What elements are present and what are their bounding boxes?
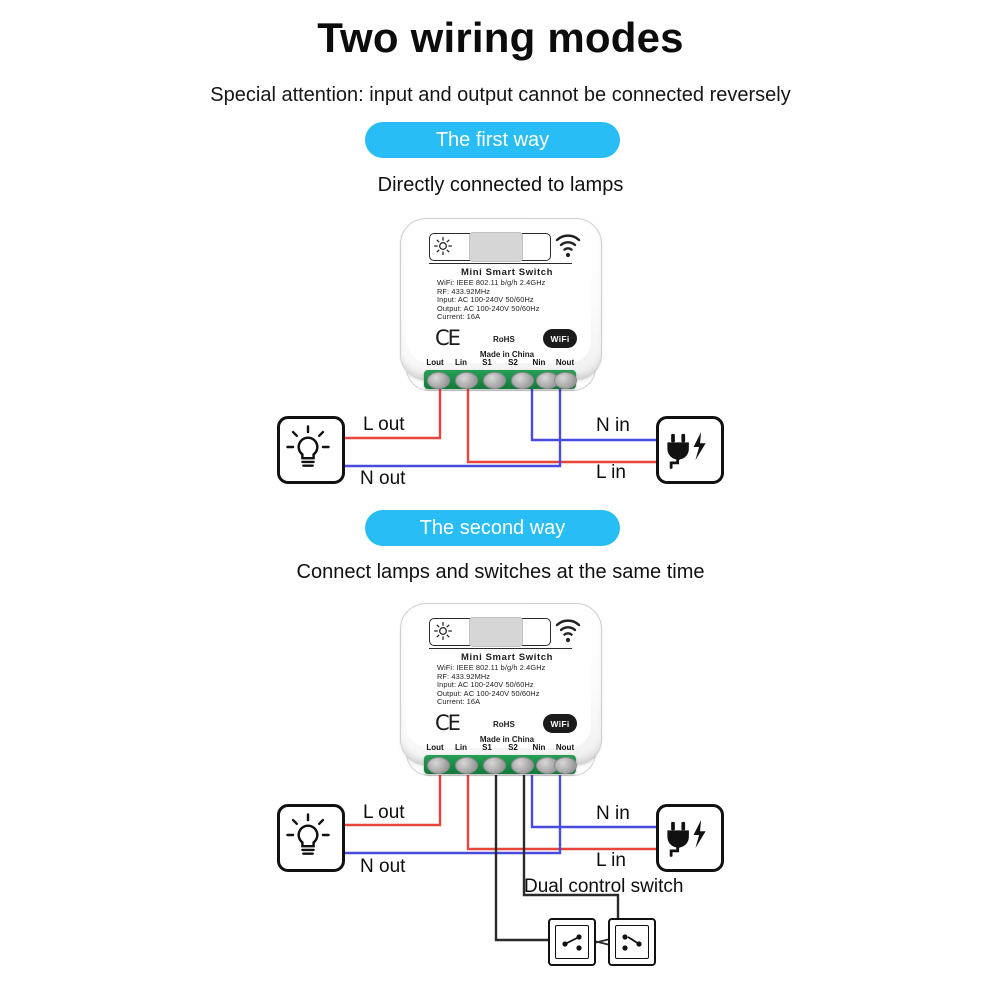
device-origin: Made in China (479, 350, 535, 359)
terminal-label: Lout (426, 358, 444, 367)
spec-line: WiFi: IEEE 802.11 b/g/h 2.4GHz (437, 278, 546, 287)
lamp-icon (286, 425, 330, 467)
rohs-label: RoHS (493, 720, 515, 729)
wiring-diagram-1 (305, 388, 672, 468)
page-title: Two wiring modes (317, 14, 684, 61)
spec-line: Output: AC 100-240V 50/60Hz (437, 303, 540, 313)
terminal-label: S2 (508, 743, 518, 752)
wifi-signal-icon (555, 619, 581, 643)
wire-label-l-out-2: L out (363, 802, 405, 823)
device-face: Mini Smart Switch WiFi: IEEE 802.11 b/g/… (407, 608, 591, 748)
two-way-switch-icon (562, 934, 582, 951)
light-icon (434, 237, 452, 255)
terminal-label: Nin (532, 358, 546, 367)
dual-control-switch-label: Dual control switch (524, 876, 684, 897)
wire-label-n-out-1: N out (360, 468, 406, 489)
terminal-label: Lin (455, 743, 467, 752)
device-certifications: CE RoHS WiFi (431, 328, 591, 350)
terminal-screw-lout[interactable] (427, 757, 450, 774)
device-button[interactable] (469, 232, 523, 262)
terminal-screw-lin[interactable] (455, 372, 478, 389)
terminal-block (424, 755, 577, 774)
section-2-pill: The second way (365, 510, 620, 546)
terminal-screw-s2[interactable] (511, 372, 534, 389)
terminal-label: Lin (455, 358, 467, 367)
terminal-label: S2 (508, 358, 518, 367)
ce-mark-icon: CE (435, 326, 461, 350)
section-1-pill: The first way (365, 122, 620, 158)
terminal-label: Nout (555, 358, 575, 367)
section-1-caption: Directly connected to lamps (377, 174, 624, 196)
wifi-badge-icon: WiFi (543, 714, 577, 733)
two-way-switch-right[interactable] (608, 918, 656, 966)
wire-label-l-in-1: L in (596, 462, 626, 483)
spec-line: RF: 433.92MHz (437, 286, 491, 296)
spec-line: Input: AC 100-240V 50/60Hz (437, 295, 534, 305)
device-name: Mini Smart Switch (460, 652, 554, 663)
lamp-box-1 (277, 416, 345, 484)
device-origin: Made in China (479, 735, 535, 744)
wifi-signal-icon (555, 234, 581, 258)
device-divider (429, 263, 572, 265)
terminal-screw-lout[interactable] (427, 372, 450, 389)
two-way-switch-left[interactable] (548, 918, 596, 966)
power-plug-icon (667, 820, 706, 857)
terminal-label: Nin (532, 743, 546, 752)
wire-label-l-in-2: L in (596, 850, 626, 871)
terminal-block (424, 370, 577, 389)
smart-switch-device-1: Mini Smart Switch WiFi: IEEE 802.11 b/g/… (400, 218, 602, 393)
terminal-label: Lout (426, 743, 444, 752)
wifi-badge-icon: WiFi (543, 329, 577, 348)
terminal-screw-s2[interactable] (511, 757, 534, 774)
terminal-labels: Lout Lin S1 S2 Nin Nout (422, 358, 578, 369)
page-subtitle: Special attention: input and output cann… (210, 84, 791, 106)
rohs-label: RoHS (493, 335, 515, 344)
section-2-caption: Connect lamps and switches at the same t… (296, 561, 705, 583)
terminal-screw-s1[interactable] (483, 372, 506, 389)
light-icon (434, 622, 452, 640)
device-name: Mini Smart Switch (460, 267, 554, 278)
terminal-labels: Lout Lin S1 S2 Nin Nout (422, 743, 578, 754)
smart-switch-device-2: Mini Smart Switch WiFi: IEEE 802.11 b/g/… (400, 603, 602, 778)
device-button[interactable] (469, 617, 523, 647)
terminal-screw-nout[interactable] (554, 757, 577, 774)
device-specs: WiFi: IEEE 802.11 b/g/h 2.4GHz RF: 433.9… (437, 278, 587, 322)
wire-label-l-out-1: L out (363, 414, 405, 435)
two-way-switch-icon (622, 934, 642, 951)
power-box-1 (656, 416, 724, 484)
terminal-screw-s1[interactable] (483, 757, 506, 774)
terminal-label: S1 (482, 358, 492, 367)
device-divider (429, 648, 572, 650)
wiring-diagram-2 (305, 775, 672, 948)
wire-label-n-in-2: N in (596, 803, 630, 824)
lamp-icon (286, 813, 330, 855)
power-plug-icon (667, 432, 706, 469)
spec-line: RF: 433.92MHz (437, 671, 491, 681)
device-specs: WiFi: IEEE 802.11 b/g/h 2.4GHz RF: 433.9… (437, 663, 587, 707)
spec-line: WiFi: IEEE 802.11 b/g/h 2.4GHz (437, 663, 546, 672)
power-box-2 (656, 804, 724, 872)
terminal-label: S1 (482, 743, 492, 752)
device-face: Mini Smart Switch WiFi: IEEE 802.11 b/g/… (407, 223, 591, 363)
spec-line: Input: AC 100-240V 50/60Hz (437, 680, 534, 690)
terminal-screw-lin[interactable] (455, 757, 478, 774)
terminal-screw-nout[interactable] (554, 372, 577, 389)
ce-mark-icon: CE (435, 711, 461, 735)
terminal-label: Nout (555, 743, 575, 752)
spec-line: Current: 16A (437, 697, 481, 707)
wire-label-n-in-1: N in (596, 415, 630, 436)
lamp-box-2 (277, 804, 345, 872)
wire-label-n-out-2: N out (360, 856, 406, 877)
spec-line: Current: 16A (437, 312, 481, 322)
device-certifications: CE RoHS WiFi (431, 713, 591, 735)
spec-line: Output: AC 100-240V 50/60Hz (437, 688, 540, 698)
